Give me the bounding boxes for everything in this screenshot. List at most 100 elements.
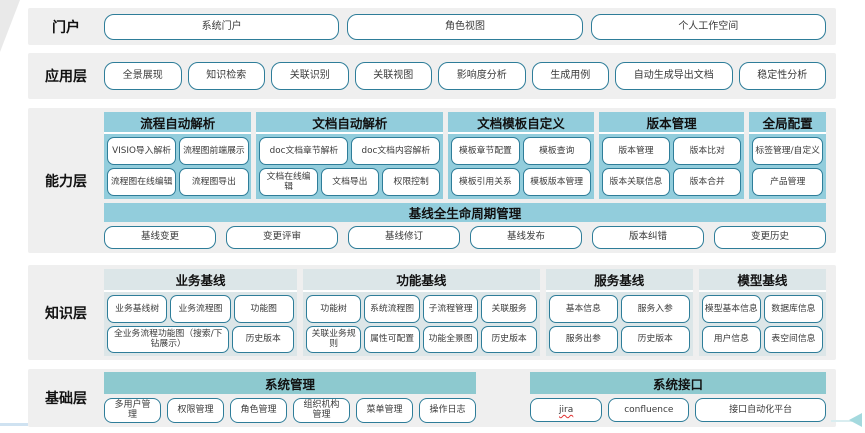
group-title: 系统接口 <box>530 372 826 394</box>
feature-button: 自动生成导出文档 <box>615 62 733 90</box>
group-title: 服务基线 <box>545 269 693 292</box>
feature-button: 服务出参 <box>548 325 618 353</box>
button-row: 版本关联信息 版本合并 <box>601 168 742 197</box>
layer-band-portal: 门户 系统门户 角色视图 个人工作空间 <box>28 8 836 45</box>
feature-button: 功能图 <box>233 295 294 323</box>
feature-button: 接口自动化平台 <box>695 398 826 422</box>
feature-button: doc文档章节解析 <box>259 137 349 166</box>
button-row: 关联业务规则 属性可配置 功能全景图 历史版本 <box>305 325 537 353</box>
feature-button-jira: jira <box>530 398 603 422</box>
layer-band-capability: 能力层 流程自动解析 VISIO导入解析 流程图前端展示 流程图在线编辑 流程图… <box>28 108 836 253</box>
capability-group-version-mgmt: 版本管理 版本管理 版本比对 版本关联信息 版本合并 <box>598 112 745 200</box>
feature-button: 基本信息 <box>548 295 618 323</box>
button-row: 模型基本信息 数据库信息 <box>701 295 823 323</box>
feature-button: 子流程管理 <box>422 295 479 323</box>
button-row: 多用户管理 权限管理 角色管理 组织机构管理 菜单管理 操作日志 <box>104 398 476 423</box>
group-title: 功能基线 <box>302 269 540 292</box>
button-row: 文档在线编辑 文档导出 权限控制 <box>259 168 441 197</box>
corner-decoration <box>0 0 20 52</box>
feature-button: 版本纠错 <box>592 226 704 249</box>
button-row: 模板引用关系 模板版本管理 <box>451 168 591 197</box>
feature-button: 流程图导出 <box>179 168 249 197</box>
feature-button: 版本比对 <box>673 137 742 166</box>
feature-button: 历史版本 <box>232 325 294 353</box>
feature-button: 系统流程图 <box>364 295 420 323</box>
feature-button: 模型基本信息 <box>701 295 761 323</box>
layer-label-portal: 门户 <box>52 19 80 36</box>
feature-button: 模板引用关系 <box>451 168 520 197</box>
layer-label-base: 基础层 <box>45 391 87 407</box>
knowledge-group-service-baseline: 服务基线 基本信息 服务入参 服务出参 历史版本 <box>545 269 693 356</box>
group-body: VISIO导入解析 流程图前端展示 流程图在线编辑 流程图导出 <box>104 134 251 199</box>
application-button-row: 全景展现 知识检索 关联识别 关联视图 影响度分析 生成用例 自动生成导出文档 … <box>104 53 836 99</box>
button-row: 版本管理 版本比对 <box>601 137 742 166</box>
feature-button: 表空间信息 <box>763 325 823 353</box>
feature-button: 变更历史 <box>714 226 826 249</box>
left-arrow-icon <box>849 413 862 427</box>
feature-button: 版本关联信息 <box>601 168 671 197</box>
feature-button: 影响度分析 <box>438 62 526 90</box>
group-title: 全局配置 <box>749 112 827 134</box>
button-row: 用户信息 表空间信息 <box>701 325 823 353</box>
base-content: 系统管理 多用户管理 权限管理 角色管理 组织机构管理 菜单管理 操作日志 系统… <box>104 369 836 427</box>
group-title: 文档自动解析 <box>256 112 444 134</box>
capability-group-template-custom: 文档模板自定义 模板章节配置 模板查询 模板引用关系 模板版本管理 <box>448 112 594 200</box>
button-row: 标签管理/自定义 <box>752 137 824 166</box>
button-row: 服务出参 历史版本 <box>548 325 690 353</box>
feature-button: 个人工作空间 <box>590 13 826 40</box>
feature-button: 标签管理/自定义 <box>752 137 824 166</box>
layer-label-application: 应用层 <box>45 69 87 85</box>
group-body: 业务基线树 业务流程图 功能图 全业务流程功能图（搜索/下钻展示） 历史版本 <box>104 292 297 356</box>
feature-button: 菜单管理 <box>356 398 413 423</box>
portal-button-row: 系统门户 角色视图 个人工作空间 <box>104 8 836 45</box>
knowledge-groups-row: 业务基线 业务基线树 业务流程图 功能图 全业务流程功能图（搜索/下钻展示） 历… <box>104 269 826 356</box>
feature-button: doc文档内容解析 <box>351 137 441 166</box>
layer-band-knowledge: 知识层 业务基线 业务基线树 业务流程图 功能图 全业务流程功能图（搜索/下钻展… <box>28 265 836 360</box>
button-row: doc文档章节解析 doc文档内容解析 <box>259 137 441 166</box>
feature-button: 数据库信息 <box>763 295 823 323</box>
feature-button: 知识检索 <box>187 62 265 90</box>
feature-button: 生成用例 <box>531 62 609 90</box>
feature-button: 产品管理 <box>752 168 824 197</box>
baseline-lifecycle-header: 基线全生命周期管理 <box>104 203 826 223</box>
feature-button: 版本管理 <box>601 137 671 166</box>
button-row: 全业务流程功能图（搜索/下钻展示） 历史版本 <box>107 325 294 353</box>
group-body: 模板章节配置 模板查询 模板引用关系 模板版本管理 <box>448 134 594 199</box>
feature-button: 基线发布 <box>470 226 582 249</box>
feature-button: 关联识别 <box>271 62 349 90</box>
knowledge-group-business-baseline: 业务基线 业务基线树 业务流程图 功能图 全业务流程功能图（搜索/下钻展示） 历… <box>104 269 297 356</box>
feature-button: 服务入参 <box>620 295 690 323</box>
feature-button: 稳定性分析 <box>738 62 826 90</box>
bottom-left-line-decoration <box>0 423 28 426</box>
feature-button: 关联服务 <box>481 295 537 323</box>
capability-group-global-config: 全局配置 标签管理/自定义 产品管理 <box>749 112 827 200</box>
knowledge-group-function-baseline: 功能基线 功能树 系统流程图 子流程管理 关联服务 关联业务规则 属性可配置 功… <box>302 269 540 356</box>
feature-button: 文档在线编辑 <box>259 168 318 197</box>
capability-groups-row: 流程自动解析 VISIO导入解析 流程图前端展示 流程图在线编辑 流程图导出 文… <box>104 112 827 200</box>
jira-label: jira <box>559 404 574 415</box>
feature-button: 历史版本 <box>481 325 537 353</box>
feature-button: 全景展现 <box>104 62 182 90</box>
feature-button: 历史版本 <box>620 325 690 353</box>
feature-button: 变更评审 <box>226 226 338 249</box>
baseline-button-row: 基线变更 变更评审 基线修订 基线发布 版本纠错 变更历史 <box>104 226 826 249</box>
button-row: 基本信息 服务入参 <box>548 295 690 323</box>
feature-button: 关联视图 <box>354 62 432 90</box>
feature-button: 模板查询 <box>522 137 591 166</box>
base-group-system-mgmt: 系统管理 多用户管理 权限管理 角色管理 组织机构管理 菜单管理 操作日志 <box>104 372 476 423</box>
button-row: 模板章节配置 模板查询 <box>451 137 591 166</box>
capability-content: 流程自动解析 VISIO导入解析 流程图前端展示 流程图在线编辑 流程图导出 文… <box>104 108 836 253</box>
button-row: jira confluence 接口自动化平台 <box>530 398 826 422</box>
feature-button: 功能全景图 <box>422 325 479 353</box>
feature-button: 流程图前端展示 <box>179 137 249 166</box>
feature-button: 业务流程图 <box>170 295 231 323</box>
group-body: 标签管理/自定义 产品管理 <box>749 134 826 199</box>
group-title: 模型基线 <box>698 269 826 292</box>
group-title: 版本管理 <box>598 112 745 134</box>
base-group-system-interface: 系统接口 jira confluence 接口自动化平台 <box>530 372 826 422</box>
feature-button: 模板章节配置 <box>451 137 520 166</box>
knowledge-group-model-baseline: 模型基线 模型基本信息 数据库信息 用户信息 表空间信息 <box>698 269 826 356</box>
feature-button: 关联业务规则 <box>305 325 362 353</box>
feature-button: confluence <box>608 398 690 422</box>
